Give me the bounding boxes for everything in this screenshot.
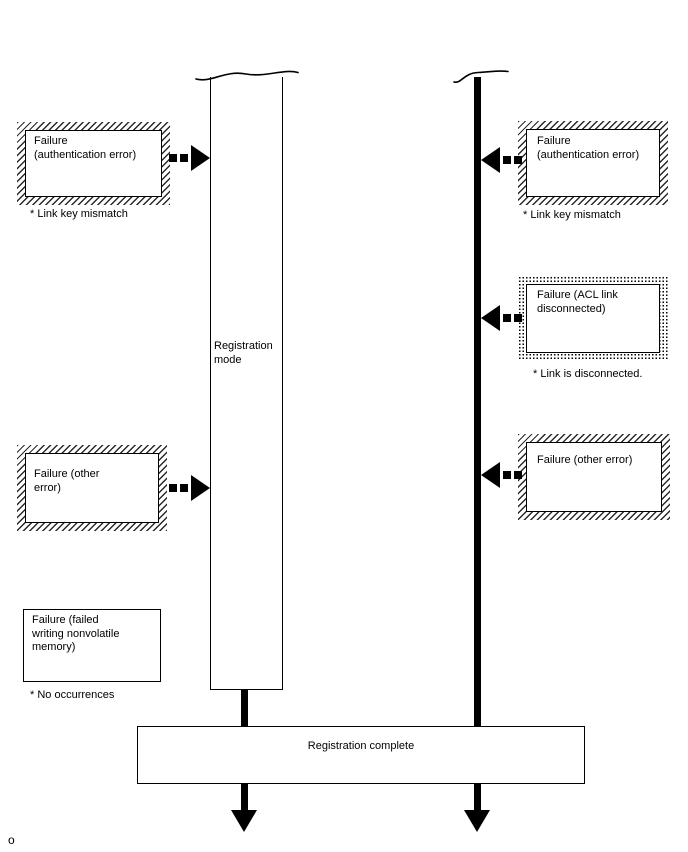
arrow-dash	[503, 156, 511, 164]
break-wave-right-icon	[453, 70, 509, 83]
failure-other-box-left: Failure (other error)	[17, 445, 167, 531]
arrow-auth-left-icon	[169, 145, 210, 171]
failure-acl-note: * Link is disconnected.	[533, 368, 643, 380]
failure-nvm-note: * No occurrences	[30, 689, 115, 701]
registration-mode-lifeline	[210, 77, 283, 690]
failure-acl-label: Failure (ACL link disconnected)	[537, 289, 618, 315]
failure-acl-box: Failure (ACL link disconnected)	[518, 276, 668, 361]
arrow-acl-icon	[481, 305, 522, 331]
arrow-other-left-icon	[169, 475, 210, 501]
arrowhead-left-icon	[481, 462, 500, 488]
failure-nvm-label: Failure (failed writing nonvolatile memo…	[32, 614, 120, 653]
registration-complete-label: Registration complete	[307, 740, 415, 752]
failure-auth-box-right: Failure (authentication error)	[518, 121, 668, 205]
break-wave-left-icon	[195, 70, 299, 81]
left-connector	[241, 689, 248, 726]
failure-other-label-right: Failure (other error)	[537, 454, 633, 466]
registration-mode-label: Registration mode	[214, 340, 273, 366]
arrow-other-right-icon	[481, 462, 522, 488]
arrow-dash	[514, 314, 522, 322]
arrowhead-right-icon	[191, 475, 210, 501]
arrowhead-down-right-icon	[464, 810, 490, 832]
failure-other-label-left: Failure (other error)	[34, 468, 100, 494]
arrow-dash	[180, 154, 188, 162]
page-marker: o	[8, 833, 15, 847]
failure-auth-note-left: * Link key mismatch	[30, 208, 128, 220]
failure-auth-box-left: Failure (authentication error)	[17, 122, 170, 205]
arrow-dash	[514, 471, 522, 479]
left-exit-shaft	[241, 784, 248, 811]
registration-complete-box: Registration complete	[137, 726, 585, 784]
failure-auth-label-left: Failure (authentication error)	[34, 135, 137, 161]
right-exit-shaft	[474, 784, 481, 811]
arrowhead-left-icon	[481, 305, 500, 331]
device-lifeline	[474, 77, 481, 726]
failure-auth-note-right: * Link key mismatch	[523, 209, 621, 221]
arrow-dash	[169, 154, 177, 162]
arrow-dash	[514, 156, 522, 164]
failure-auth-label-right: Failure (authentication error)	[537, 135, 640, 161]
arrowhead-right-icon	[191, 145, 210, 171]
arrow-dash	[503, 471, 511, 479]
arrowhead-down-left-icon	[231, 810, 257, 832]
arrow-dash	[169, 484, 177, 492]
arrow-dash	[503, 314, 511, 322]
failure-other-box-right: Failure (other error)	[518, 434, 670, 520]
failure-nvm-box: Failure (failed writing nonvolatile memo…	[23, 609, 161, 682]
arrow-auth-right-icon	[481, 147, 522, 173]
arrow-dash	[180, 484, 188, 492]
arrowhead-left-icon	[481, 147, 500, 173]
